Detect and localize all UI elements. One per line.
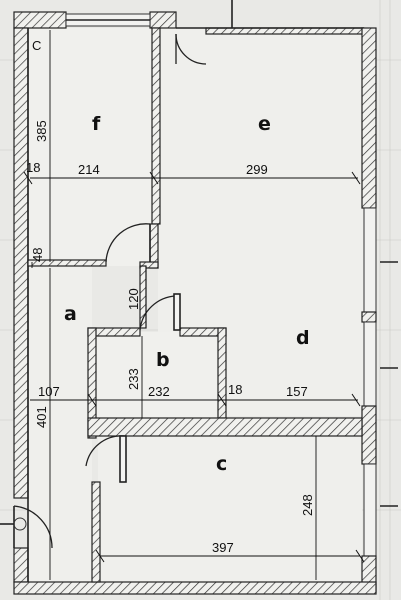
wall-left-outer [13, 27, 29, 499]
wall-right-mid2 [361, 405, 377, 465]
wall-right-mid [361, 311, 377, 323]
room-label-c: c [216, 453, 227, 475]
window-right-1 [363, 207, 377, 313]
door-e [175, 33, 207, 65]
corner-mark-icon: C [32, 38, 41, 53]
dim-d-width: 157 [286, 384, 308, 399]
dim-a-width: 107 [38, 384, 60, 399]
dim-c-height: 248 [300, 494, 315, 516]
wall-a-c [91, 481, 101, 583]
wall-f-e [151, 27, 161, 225]
wall-b-left [87, 327, 97, 439]
dim-a-passage: 120 [126, 288, 141, 310]
wall-f-bottom [27, 259, 107, 267]
wall-f-e-lower [149, 223, 159, 269]
wall-top-right [205, 27, 365, 35]
door-entrance [13, 505, 53, 549]
wall-c-top [87, 417, 363, 437]
wall-pillar [139, 261, 159, 269]
door-b [139, 293, 181, 331]
dim-c-width: 397 [212, 540, 234, 555]
wall-bottom [13, 581, 377, 595]
dim-wall-bd: 18 [228, 382, 242, 397]
dim-f-height: 385 [34, 120, 49, 142]
room-label-a: a [64, 303, 77, 325]
dim-e-width: 299 [246, 162, 268, 177]
window-right-2 [363, 321, 377, 407]
dim-f-width: 214 [78, 162, 100, 177]
wall-right-upper [361, 27, 377, 209]
dim-f-left-wall: 18 [26, 160, 40, 175]
dimension-lines [23, 30, 365, 580]
window-right-3 [363, 463, 377, 557]
wall-top-middle [149, 11, 177, 29]
wall-left-lower [13, 547, 29, 583]
room-label-f: f [92, 113, 101, 135]
room-label-d: d [296, 327, 310, 349]
door-f [105, 223, 151, 263]
room-label-e: e [258, 113, 271, 135]
dim-b-width: 232 [148, 384, 170, 399]
dim-f-bottom-wall: 48 [30, 248, 45, 262]
dim-b-height: 233 [126, 368, 141, 390]
room-label-b: b [156, 349, 170, 371]
door-c [85, 435, 127, 483]
dim-a-height: 401 [34, 406, 49, 428]
wall-top-left [13, 11, 67, 29]
